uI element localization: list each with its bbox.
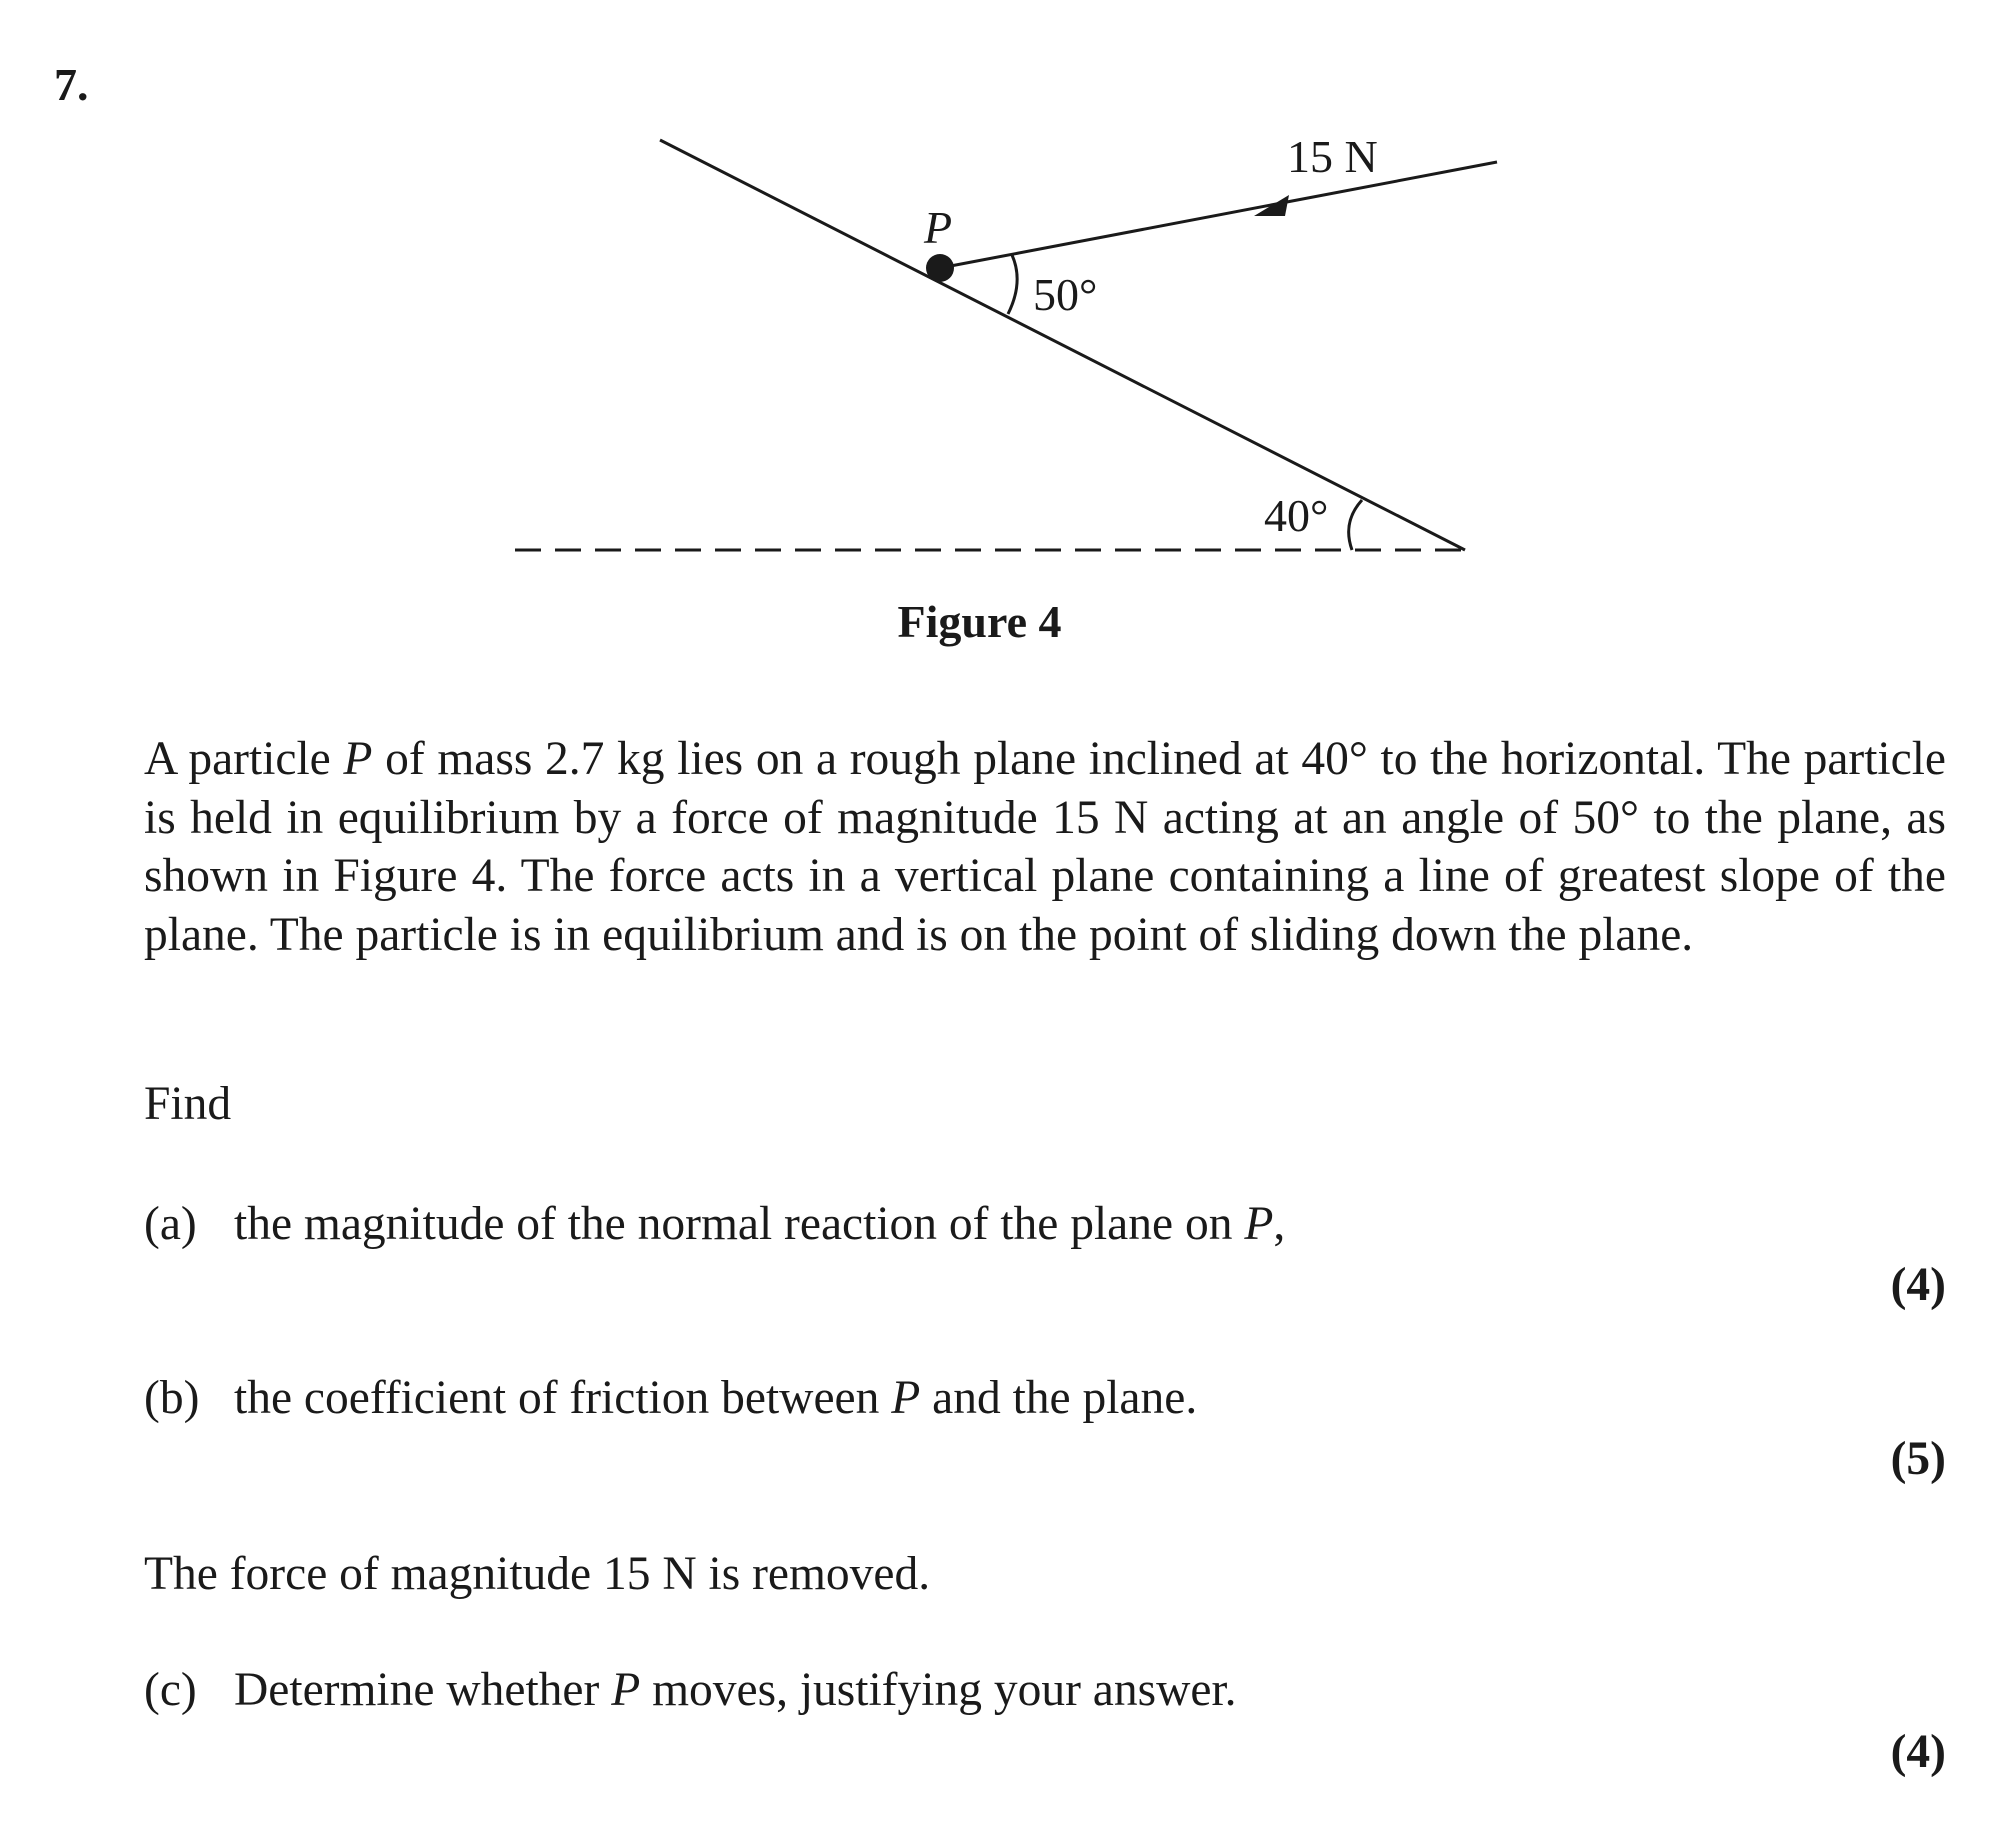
part-b-text-2: and the plane. — [920, 1372, 1198, 1424]
removal-statement: The force of magnitude 15 N is removed. — [144, 1548, 931, 1600]
force-label: 15 N — [1287, 131, 1378, 182]
angle-label-50: 50° — [1033, 269, 1097, 320]
part-a-label: (a) — [144, 1198, 197, 1250]
para-var-p: P — [343, 733, 373, 785]
para-text-2: of mass 2.7 kg lies on a rough plane inc… — [144, 733, 1946, 961]
part-b-label: (b) — [144, 1372, 200, 1424]
part-b: (b) the coefficient of friction between P… — [144, 1371, 1197, 1425]
part-c-text-1: Determine whether — [234, 1664, 612, 1716]
part-a-text-2: , — [1273, 1198, 1286, 1250]
force-arrowhead — [1254, 195, 1289, 216]
particle-label: P — [923, 202, 952, 253]
angle-arc-50 — [1006, 254, 1019, 315]
question-paragraph: A particle P of mass 2.7 kg lies on a ro… — [144, 730, 1946, 964]
particle-dot — [926, 254, 954, 282]
part-b-marks: (5) — [1890, 1433, 1946, 1485]
para-text-1: A particle — [144, 733, 344, 785]
figure-caption: Figure 4 — [0, 595, 1991, 648]
inclined-plane-line — [659, 138, 1466, 552]
angle-label-40: 40° — [1264, 490, 1328, 541]
part-c-var: P — [611, 1664, 641, 1716]
question-number: 7. — [54, 59, 89, 110]
part-b-text-1: the coefficient of friction between — [234, 1372, 892, 1424]
part-c: (c) Determine whether P moves, justifying… — [144, 1663, 1237, 1717]
angle-arc-40 — [1347, 498, 1364, 551]
find-prompt: Find — [144, 1078, 232, 1130]
part-b-var: P — [891, 1372, 921, 1424]
force-line — [939, 160, 1498, 270]
part-a: (a) the magnitude of the normal reaction … — [144, 1197, 1285, 1251]
part-a-marks: (4) — [1890, 1259, 1946, 1311]
part-c-label: (c) — [144, 1664, 197, 1716]
part-a-var: P — [1244, 1198, 1274, 1250]
part-c-text-2: moves, justifying your answer. — [640, 1664, 1237, 1716]
figure-caption-text: Figure 4 — [897, 596, 1062, 647]
part-a-text-1: the magnitude of the normal reaction of … — [234, 1198, 1245, 1250]
part-c-marks: (4) — [1890, 1726, 1946, 1778]
inclined-plane-diagram: 15 N P 50° 40° — [515, 131, 1498, 552]
